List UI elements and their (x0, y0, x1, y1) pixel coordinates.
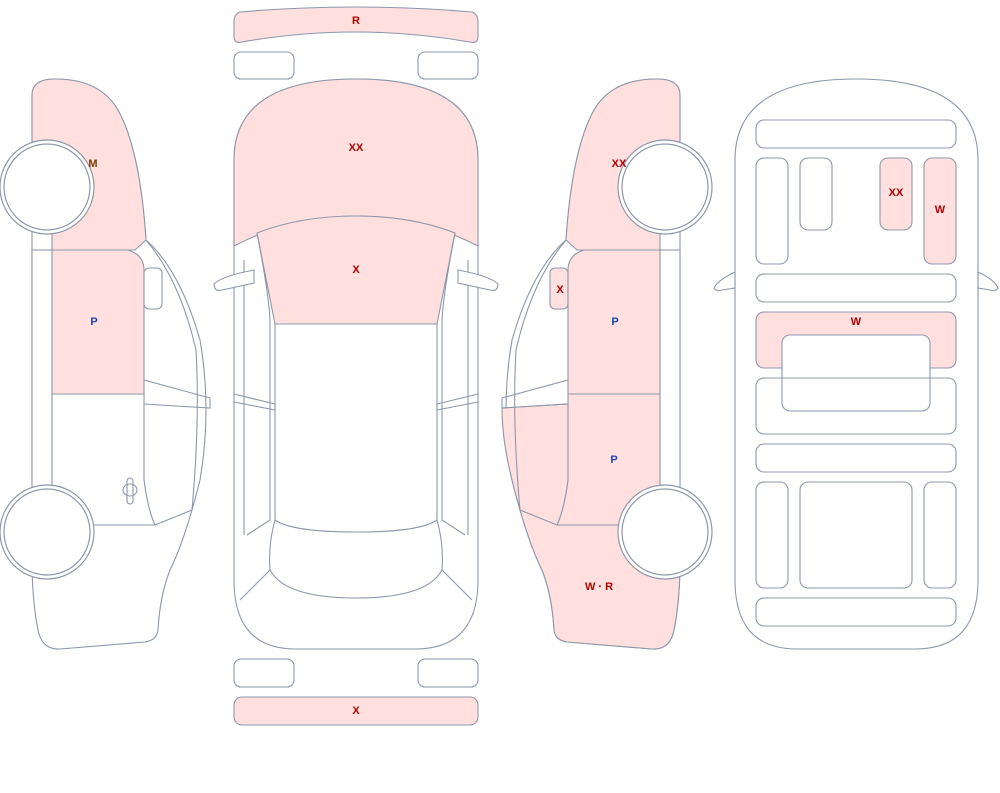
floor-crossmember-code: W (851, 316, 862, 328)
right-front-door (567, 249, 661, 395)
floor-pillar-code: XX (889, 187, 904, 199)
top-right-side-line (441, 232, 466, 536)
windshield-code: X (352, 264, 360, 276)
floor-engine-bay (799, 481, 913, 589)
right-side-view: XX X P P W · R (501, 78, 713, 650)
roof-code: XX (349, 142, 364, 154)
underbody-left-mirror (713, 271, 736, 292)
top-right-mirror (457, 269, 499, 291)
rear-window (269, 519, 443, 599)
trunk-left-line (239, 569, 271, 601)
floor-left-inner-pillar (799, 157, 833, 231)
left-rear-wheel (3, 488, 91, 576)
floor-rear-panel (755, 119, 957, 149)
floor-right-rail (923, 157, 957, 265)
right-door-glass-line (514, 239, 567, 526)
floor-crossbar-1 (755, 273, 957, 303)
right-fender-code: XX (612, 158, 627, 170)
rear-right-light (417, 51, 479, 80)
top-left-side-line (246, 232, 271, 536)
left-door-glass-line (145, 239, 198, 526)
left-door-handle (126, 477, 134, 505)
right-rear-wheel (621, 488, 709, 576)
left-front-door-code: P (90, 316, 97, 328)
floor-front-panel (755, 597, 957, 627)
rear-bumper-code: R (352, 15, 360, 27)
windshield (256, 215, 456, 325)
top-left-b-pillar (233, 393, 276, 411)
right-front-wheel (621, 143, 709, 231)
top-right-b-pillar (436, 393, 479, 411)
hood-panel (274, 323, 438, 533)
trunk-right-line (441, 569, 473, 601)
front-right-light (417, 658, 479, 688)
left-front-wheel (3, 143, 91, 231)
floor-front-right-rail (923, 481, 957, 589)
rear-left-light (233, 51, 295, 80)
floor-front-left-rail (755, 481, 789, 589)
underbody-right-mirror (977, 271, 999, 292)
left-side-view: M P (0, 78, 211, 650)
front-bumper-code: X (352, 705, 360, 717)
left-fender-code: M (88, 158, 97, 170)
top-left-mirror (213, 269, 255, 291)
left-front-door (51, 249, 145, 395)
floor-crossbar-2 (755, 443, 957, 473)
right-mirror-code: X (556, 284, 564, 296)
left-mirror (143, 267, 163, 310)
right-b-pillar (501, 379, 569, 409)
front-left-light (233, 658, 295, 688)
top-view: R XX X X (213, 6, 499, 726)
floor-right-inner-pillar (879, 157, 913, 231)
left-door-handle-ring (122, 483, 138, 497)
floor-rail-code: W (935, 204, 946, 216)
underbody-view: XX W W (713, 78, 999, 650)
left-b-pillar (143, 379, 211, 409)
floor-left-rail (755, 157, 789, 265)
right-rear-door-code: P (610, 454, 617, 466)
right-quarter-code: W · R (585, 581, 613, 593)
right-front-door-code: P (611, 316, 618, 328)
floor-center-box (781, 334, 931, 412)
floor-mid-panel (755, 377, 957, 435)
rear-bumper (233, 6, 479, 43)
front-bumper (233, 696, 479, 726)
